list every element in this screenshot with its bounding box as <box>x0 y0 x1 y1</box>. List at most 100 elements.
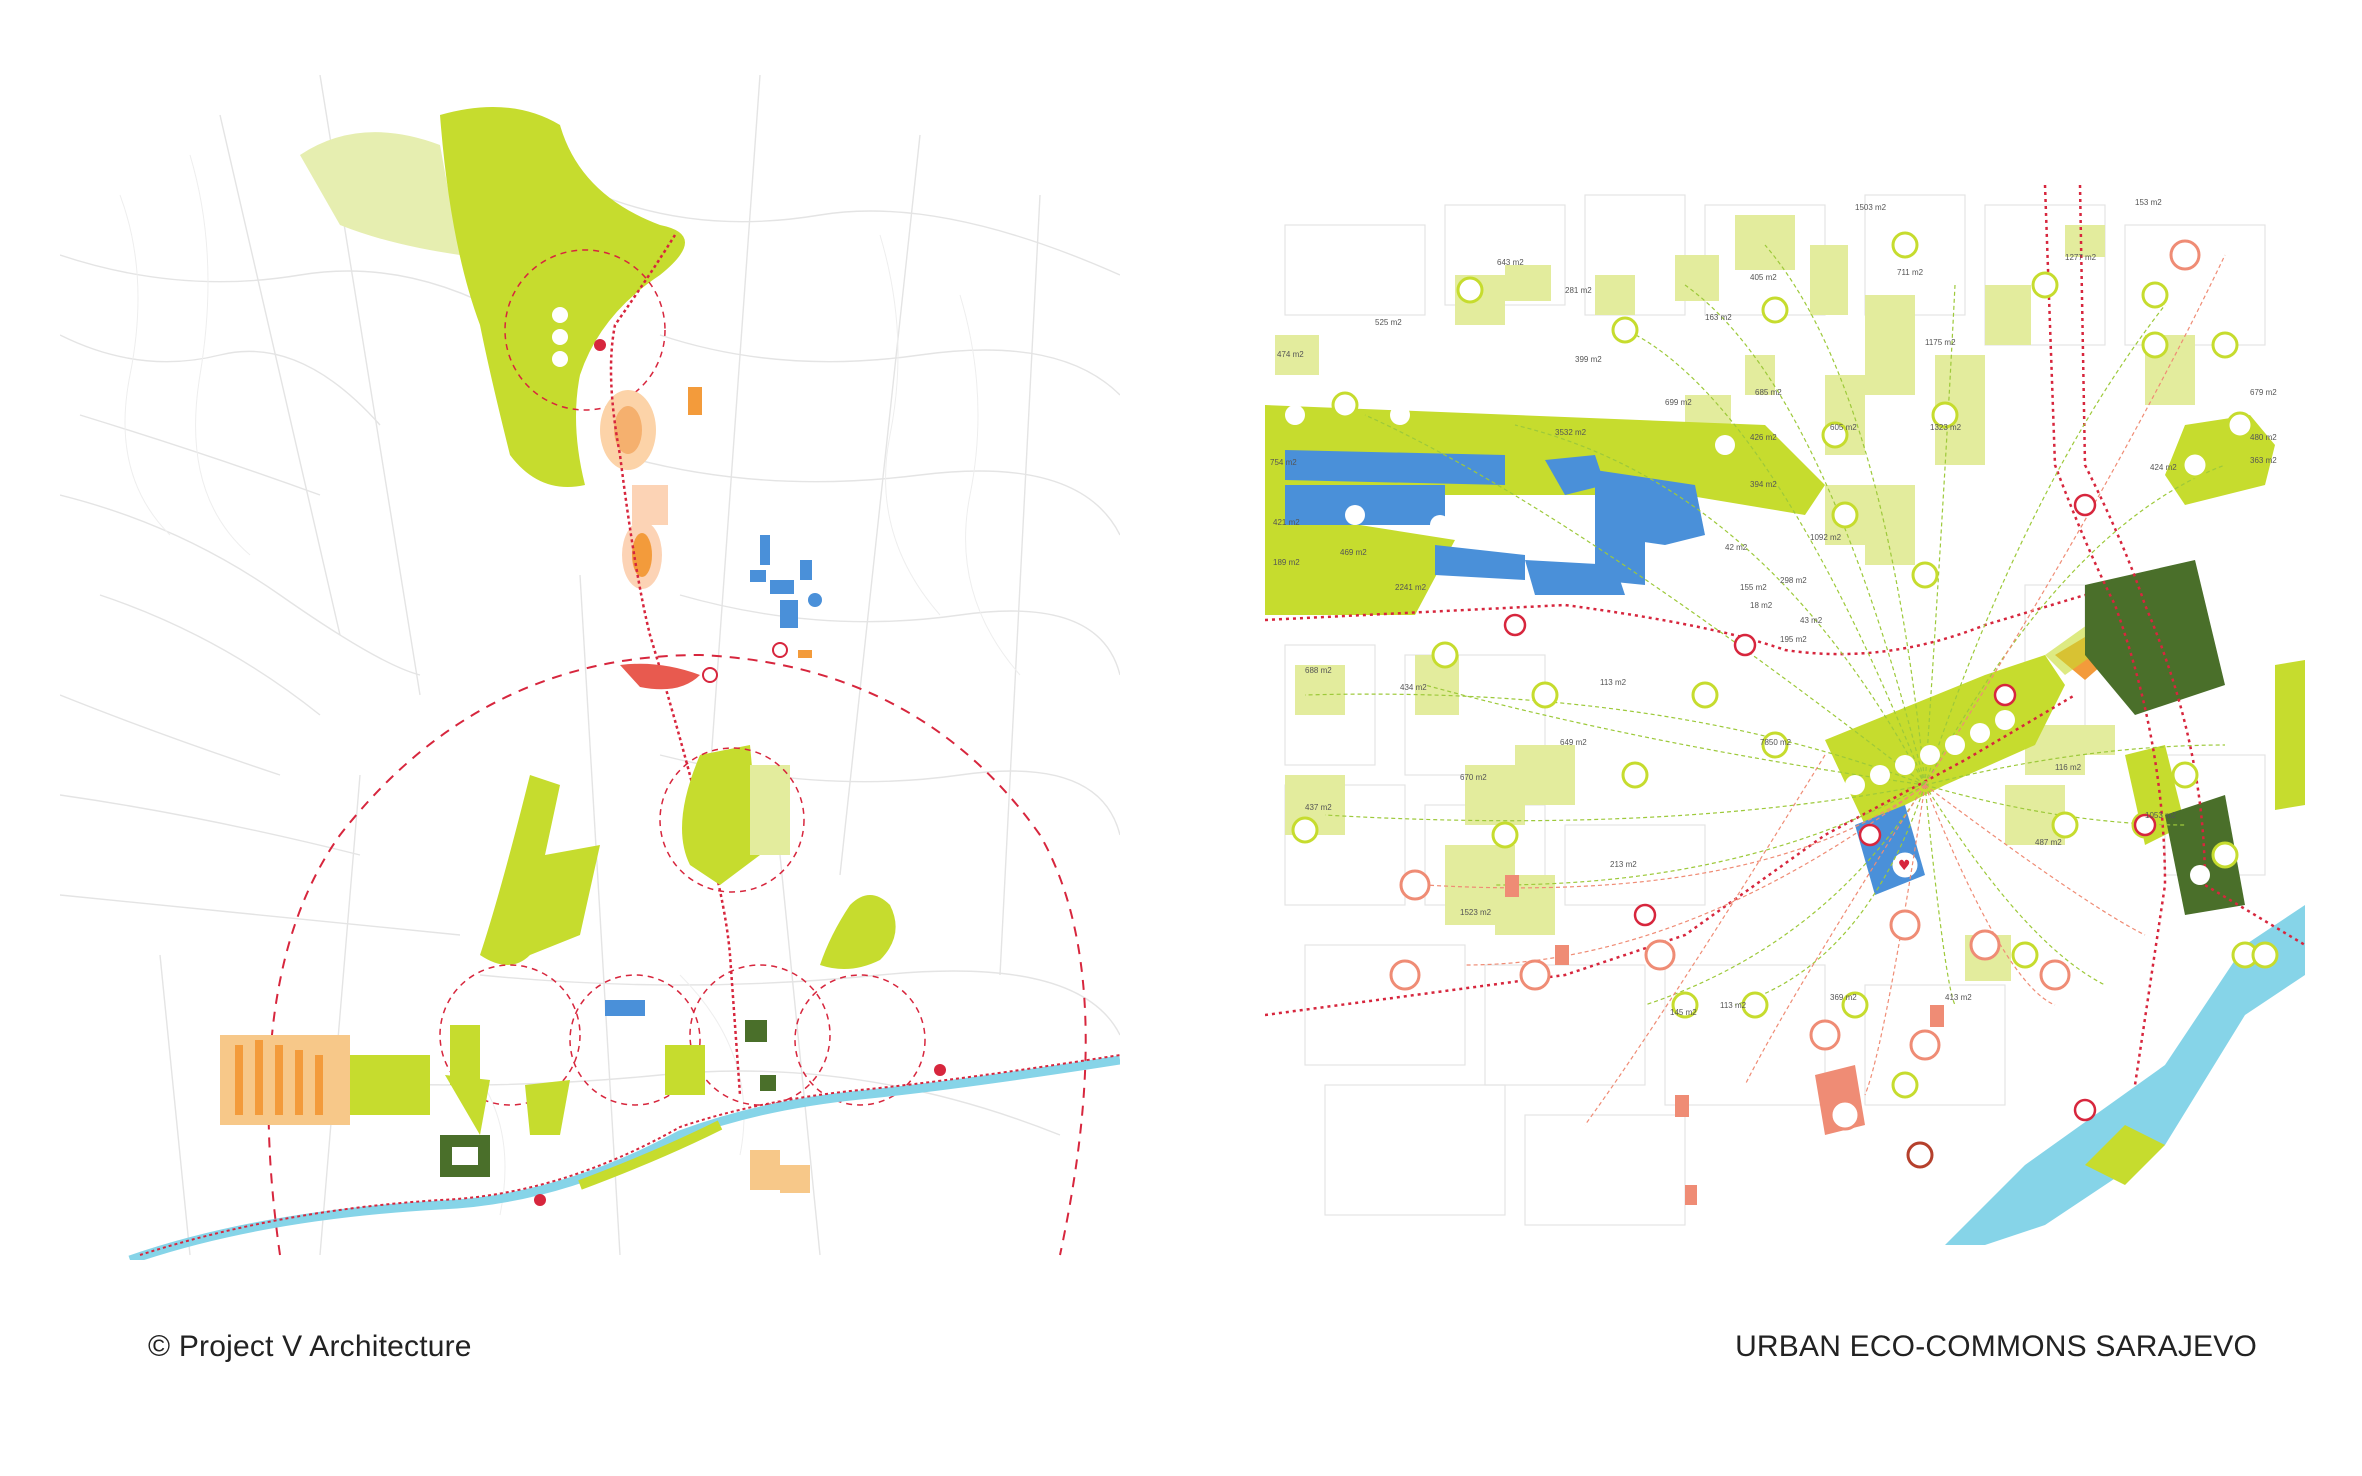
park-south-triangle <box>445 1075 490 1135</box>
area-label: 421 m2 <box>1273 518 1300 527</box>
area-label: 1277 m2 <box>2065 253 2097 262</box>
route-main-north-south <box>609 234 742 1096</box>
area-label: 7850 m2 <box>1760 738 1792 747</box>
salmon-plots <box>1505 875 1944 1205</box>
area-label: 363 m2 <box>2250 456 2277 465</box>
area-label: 18 m2 <box>1750 601 1773 610</box>
street-network <box>60 75 1120 1256</box>
area-label: 670 m2 <box>1460 773 1487 782</box>
area-label: 699 m2 <box>1665 398 1692 407</box>
area-label: 43 m2 <box>1800 616 1823 625</box>
area-label: 189 m2 <box>1273 558 1300 567</box>
area-label: 145 m2 <box>1670 1008 1697 1017</box>
area-label: 1323 m2 <box>1930 423 1962 432</box>
area-label: 399 m2 <box>1575 355 1602 364</box>
area-label: 649 m2 <box>1560 738 1587 747</box>
area-label: 688 m2 <box>1305 666 1332 675</box>
route-north-south-1 <box>2043 185 2167 1086</box>
area-label: 1523 m2 <box>1460 908 1492 917</box>
sports-field-inner <box>452 1147 478 1165</box>
building-peach <box>632 485 668 525</box>
park-west-lower <box>1265 545 1325 595</box>
park-south-2 <box>525 1080 570 1135</box>
heart-glyph: ♥ <box>1898 858 1911 874</box>
park-dark-green-1 <box>745 1020 767 1042</box>
catchment-circle-north <box>504 249 666 411</box>
area-label: 153 m2 <box>2135 198 2162 207</box>
street-network-fine <box>119 154 1021 1216</box>
area-label: 298 m2 <box>1780 576 1807 585</box>
park-east-mid <box>820 895 896 969</box>
district-map <box>60 75 1120 1260</box>
river-miljacka <box>128 1055 1120 1260</box>
project-title-caption: URBAN ECO-COMMONS SARAJEVO <box>1735 1330 2257 1363</box>
area-label: 405 m2 <box>1750 273 1777 282</box>
park-northeast <box>2165 415 2275 505</box>
area-label: 685 m2 <box>1755 388 1782 397</box>
green-plots-light <box>1275 215 2195 981</box>
building-orange-small <box>688 387 702 415</box>
catchment-circle-s4 <box>794 974 926 1106</box>
area-label: 2241 m2 <box>1395 583 1427 592</box>
park-dark-green-2 <box>760 1075 776 1091</box>
route-west-east <box>1265 593 2086 656</box>
river-bank <box>2085 1125 2165 1185</box>
catchment-circle-s2 <box>569 974 701 1106</box>
route-north-south-2 <box>2078 185 2305 947</box>
building-peach-south-1 <box>750 1150 780 1190</box>
area-label: 116 m2 <box>2055 763 2082 772</box>
park-south-lime <box>665 1045 705 1095</box>
area-label: 195 m2 <box>1780 635 1807 644</box>
poi-green-circles <box>1291 231 2279 1099</box>
area-label: 113 m2 <box>1600 678 1627 687</box>
area-label: 679 m2 <box>2250 388 2277 397</box>
connection-lines <box>1304 244 2226 1006</box>
commons-icons <box>1285 405 2235 885</box>
area-label: 281 m2 <box>1565 286 1592 295</box>
park-main-north <box>440 107 685 487</box>
area-label: 754 m2 <box>1270 458 1297 467</box>
poi-market-2 <box>772 642 788 658</box>
area-label: 413 m2 <box>1945 993 1972 1002</box>
area-labels: 1503 m2 153 m2 1277 m2 643 m2 281 m2 405… <box>1270 198 2277 1017</box>
building-peach-south-2 <box>780 1165 810 1193</box>
blue-hospital-complex <box>1285 450 1705 595</box>
park-dark-green-northeast <box>2085 560 2225 715</box>
area-label: 480 m2 <box>2250 433 2277 442</box>
area-label: 424 m2 <box>2150 463 2177 472</box>
blue-building-cluster <box>750 535 822 628</box>
park-east-edge <box>2275 660 2305 810</box>
catchment-circle-central <box>659 747 805 893</box>
bike-stations <box>534 339 946 1206</box>
area-label: 113 m2 <box>1720 1001 1747 1010</box>
area-label: 163 m2 <box>1705 313 1732 322</box>
park-dark-green-east <box>2165 795 2245 915</box>
building-cluster-west <box>220 1025 480 1125</box>
area-label: 394 m2 <box>1750 480 1777 489</box>
catchment-circle-s3 <box>689 964 831 1106</box>
area-label: 474 m2 <box>1277 350 1304 359</box>
poi-market-1 <box>702 667 718 683</box>
area-label: 1175 m2 <box>1925 338 1956 347</box>
route-southwest <box>1265 693 2076 1017</box>
area-label: 605 m2 <box>1830 423 1857 432</box>
area-label: 42 m2 <box>1725 543 1748 552</box>
catchment-circle-large <box>267 653 1087 1256</box>
credit-caption: © Project V Architecture <box>148 1330 472 1363</box>
park-icons-north <box>552 307 568 367</box>
poi-restaurant-circles <box>1389 239 2201 1131</box>
area-label: 437 m2 <box>1305 803 1332 812</box>
area-label: 434 m2 <box>1400 683 1427 692</box>
building-orange-tiny <box>798 650 812 658</box>
area-label: 711 m2 <box>1897 268 1924 277</box>
area-label: 155 m2 <box>1740 583 1767 592</box>
area-label: 213 m2 <box>1610 860 1637 869</box>
bike-stations <box>1503 493 2157 1122</box>
area-label: 643 m2 <box>1497 258 1524 267</box>
area-label: 469 m2 <box>1340 548 1367 557</box>
area-label: 369 m2 <box>1830 993 1857 1002</box>
route-river <box>139 1054 1120 1256</box>
building-red-leaf <box>620 663 700 690</box>
park-central <box>682 745 760 885</box>
area-label: 525 m2 <box>1375 318 1402 327</box>
